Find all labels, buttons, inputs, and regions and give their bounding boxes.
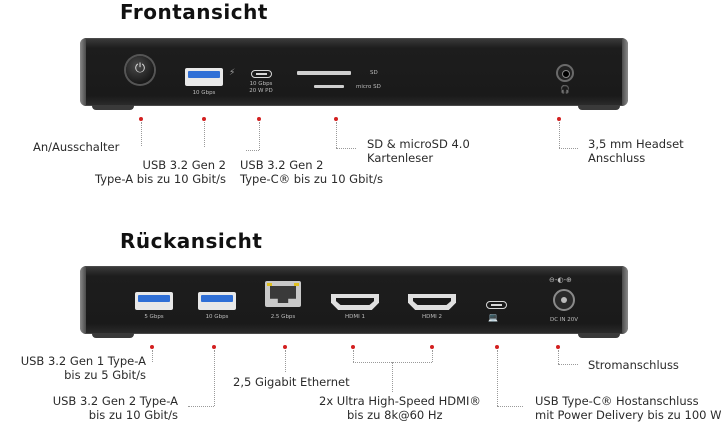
rear-usb-a-port-2 (198, 292, 236, 310)
rear-usb-a-1-label: 5 Gbps (144, 314, 164, 320)
callout-headset-line2: Anschluss (588, 151, 646, 165)
micro-sd-card-slot (314, 85, 344, 88)
callout-card-reader-line2: Kartenleser (367, 151, 434, 165)
ethernet-speed-label: 2.5 Gbps (270, 314, 296, 320)
headset-icon: 🎧 (560, 85, 570, 94)
callout-dot-ethernet (283, 345, 287, 349)
callout-line-usb-gen1 (151, 350, 153, 362)
sd-slot-label: SD (370, 70, 378, 76)
callout-line-usb-gen2 (213, 350, 215, 406)
callout-usb-gen1-line2: bis zu 5 Gbit/s (64, 368, 146, 382)
front-usb-c-port (251, 70, 272, 78)
dc-polarity-icon: ⊖-◐-⊕ (549, 276, 572, 284)
callout-line-ethernet (284, 350, 286, 372)
callout-line-power-input-h (558, 364, 578, 365)
callout-dot-front-usb-c (257, 117, 261, 121)
callout-dot-hdmi-2 (430, 345, 434, 349)
callout-host-port-line1: USB Type-C® Hostanschluss (535, 394, 699, 408)
callout-line-card-reader (335, 122, 337, 148)
callout-dot-headset (557, 117, 561, 121)
callout-dot-usb-gen1 (150, 345, 154, 349)
callout-usb-gen2-line2: bis zu 10 Gbit/s (88, 408, 178, 422)
front-usb-a-speed-label: 10 Gbps (192, 90, 216, 96)
callout-line-power-switch (140, 122, 142, 146)
callout-line-front-usb-a (203, 122, 205, 147)
rear-view-heading: Rückansicht (120, 229, 263, 253)
callout-line-hdmi-stem (392, 362, 393, 392)
lightning-bolt-icon: ⚡ (229, 68, 236, 78)
power-button[interactable]: ⏻ (126, 56, 154, 84)
ethernet-port (265, 281, 301, 307)
dc-power-input (553, 289, 575, 311)
power-icon: ⏻ (134, 61, 146, 76)
front-usb-a-port (185, 68, 223, 86)
rear-usb-a-port-1 (135, 292, 173, 310)
callout-hdmi-line1: 2x Ultra High-Speed HDMI® (319, 394, 481, 408)
front-foot-left (92, 105, 134, 110)
hdmi-port-2 (408, 294, 456, 310)
callout-line-front-usb-c-h (246, 150, 259, 151)
micro-sd-slot-label: micro SD (356, 84, 381, 90)
dc-in-label: DC IN 20V (549, 317, 579, 323)
callout-line-front-usb-c (258, 122, 260, 150)
callout-card-reader-line1: SD & microSD 4.0 (367, 137, 470, 151)
ethernet-led-right (294, 283, 299, 286)
callout-line-usb-gen2-h (188, 406, 214, 407)
sd-card-slot (297, 71, 351, 75)
rear-usb-a-2-label: 10 Gbps (205, 314, 229, 320)
callout-dot-power-input (556, 345, 560, 349)
hdmi-port-1 (331, 294, 379, 310)
laptop-icon: 💻 (488, 313, 498, 322)
callout-line-hdmi-1 (352, 350, 354, 362)
callout-dot-power-switch (139, 117, 143, 121)
rear-foot-right (578, 333, 620, 338)
front-view-heading: Frontansicht (120, 0, 268, 24)
callout-usb-gen2-line1: USB 3.2 Gen 2 Type-A (52, 394, 178, 408)
headset-jack (556, 64, 574, 82)
callout-dot-usb-gen2 (212, 345, 216, 349)
callout-ethernet: 2,5 Gigabit Ethernet (233, 375, 350, 389)
callout-dot-card-reader (334, 117, 338, 121)
callout-dot-host-port (495, 345, 499, 349)
callout-front-usb-a-line1: USB 3.2 Gen 2 (142, 158, 226, 172)
callout-line-headset-h (559, 148, 578, 149)
host-usb-c-port (486, 301, 507, 309)
callout-line-card-reader-h (336, 148, 356, 149)
callout-line-headset (558, 122, 560, 148)
front-foot-right (578, 105, 620, 110)
callout-line-host-port (496, 350, 498, 406)
callout-front-usb-c-line1: USB 3.2 Gen 2 (240, 158, 324, 172)
callout-line-hdmi-2 (431, 350, 433, 362)
callout-front-usb-c-line2: Type-C® bis zu 10 Gbit/s (240, 172, 383, 186)
front-usb-c-pd-label: 20 W PD (249, 88, 273, 94)
callout-line-host-port-h (497, 406, 523, 407)
rear-foot-left (92, 333, 134, 338)
ethernet-led-left (267, 283, 272, 286)
callout-power-input: Stromanschluss (588, 358, 679, 372)
hdmi-2-label: HDMI 2 (422, 314, 442, 320)
callout-usb-gen1-line1: USB 3.2 Gen 1 Type-A (20, 354, 146, 368)
callout-headset-line1: 3,5 mm Headset (588, 137, 684, 151)
callout-line-power-input (557, 350, 559, 364)
callout-power-switch: An/Ausschalter (33, 140, 120, 154)
callout-dot-front-usb-a (202, 117, 206, 121)
front-usb-c-speed-label: 10 Gbps (249, 81, 273, 87)
front-dock-panel (80, 38, 628, 106)
callout-dot-hdmi-1 (351, 345, 355, 349)
callout-hdmi-line2: bis zu 8k@60 Hz (347, 408, 443, 422)
callout-front-usb-a-line2: Type-A bis zu 10 Gbit/s (94, 172, 226, 186)
callout-host-port-line2: mit Power Delivery bis zu 100 W (535, 408, 721, 422)
hdmi-1-label: HDMI 1 (345, 314, 365, 320)
